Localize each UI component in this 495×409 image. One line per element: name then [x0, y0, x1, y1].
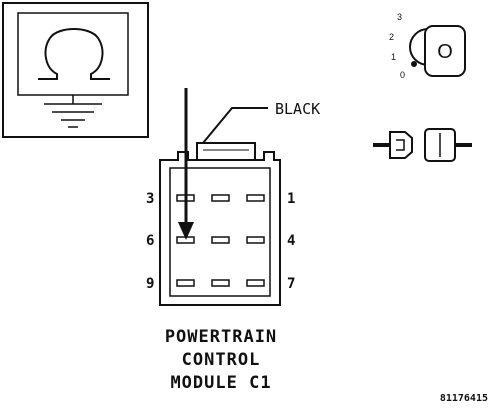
pcm-connector-c1: 3 6 9 1 4 7 — [146, 142, 295, 306]
key-position-label: 3 — [397, 12, 402, 22]
pin-number-left: 3 — [146, 191, 154, 207]
disconnected-connector-icon — [373, 128, 472, 162]
key-letter: O — [437, 41, 453, 63]
terminal-slot — [246, 194, 265, 202]
ignition-key-icon: 3 2 1 0 O — [389, 12, 466, 80]
key-position-label: 1 — [391, 52, 396, 62]
figure-number: 81176415 — [440, 393, 488, 404]
pin-number-right: 1 — [287, 191, 295, 207]
terminal-slot — [246, 236, 265, 244]
wire-color-label: BLACK — [275, 100, 320, 118]
pin-number-left: 9 — [146, 276, 154, 292]
terminal-slot — [176, 279, 195, 287]
wire-color-callout: BLACK — [202, 100, 320, 144]
ohmmeter-icon — [2, 2, 149, 138]
pin-number-right: 7 — [287, 276, 295, 292]
key-position-dot — [411, 61, 417, 67]
terminal-slot — [211, 279, 230, 287]
caption-line-1: POWERTRAIN — [165, 327, 277, 347]
connector-caption: POWERTRAIN CONTROL MODULE C1 — [165, 327, 277, 393]
terminal-slot — [211, 236, 230, 244]
caption-line-2: CONTROL — [182, 350, 261, 370]
caption-line-3: MODULE C1 — [170, 373, 271, 393]
pin-number-left: 6 — [146, 233, 154, 249]
test-probe-arrow — [178, 88, 194, 240]
key-position-label: 2 — [389, 32, 394, 42]
omega-symbol — [38, 28, 110, 80]
key-position-label: 0 — [400, 70, 405, 80]
terminal-slot — [211, 194, 230, 202]
pin-number-right: 4 — [287, 233, 295, 249]
terminal-slot — [246, 279, 265, 287]
